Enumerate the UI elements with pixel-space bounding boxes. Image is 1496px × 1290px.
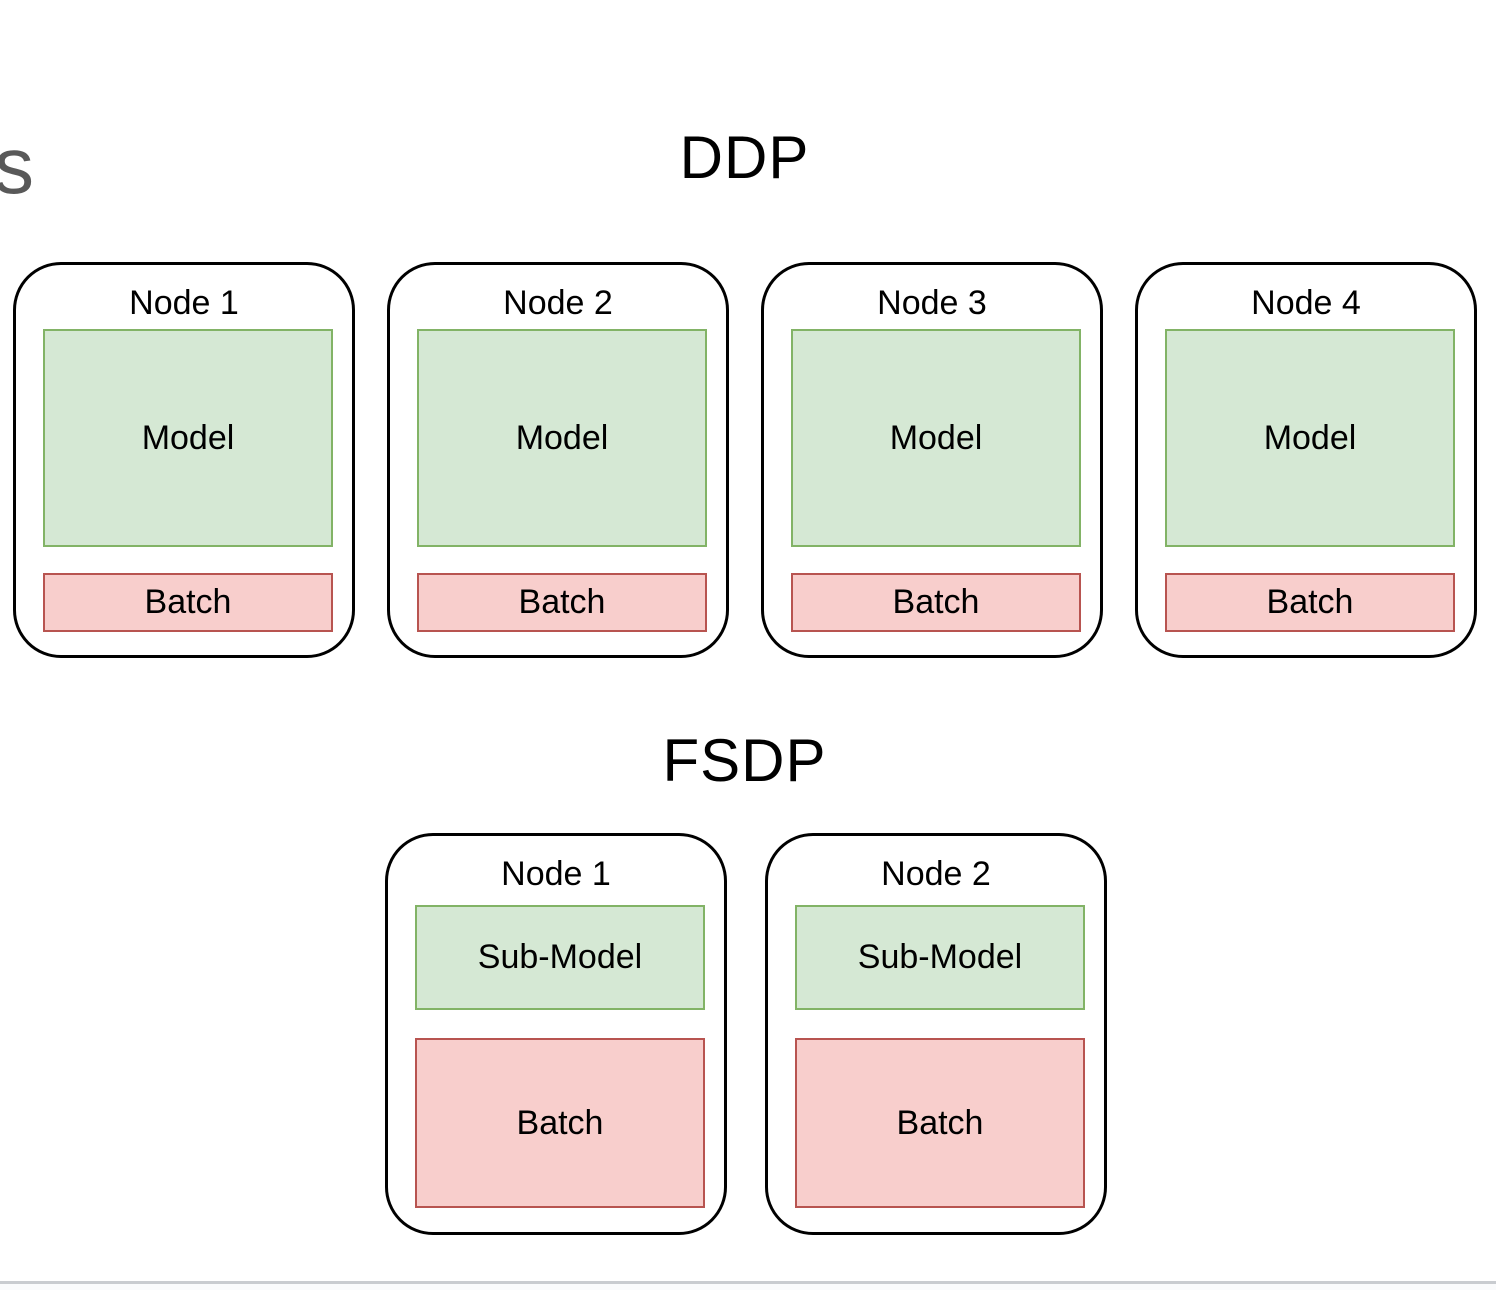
model-label: Model: [889, 418, 983, 457]
below-divider-area: [0, 1284, 1496, 1290]
batch-label: Batch: [1266, 583, 1354, 621]
batch-label: Batch: [896, 1103, 984, 1142]
batch-box: Batch: [415, 1038, 705, 1208]
batch-label: Batch: [144, 583, 232, 621]
sub-model-box: Sub-Model: [795, 905, 1085, 1010]
page-bottom-divider: [0, 1281, 1496, 1284]
model-label: Model: [1263, 418, 1357, 457]
batch-label: Batch: [516, 1103, 604, 1142]
ddp-node-2: Node 2 Model Batch: [387, 262, 729, 658]
model-box: Model: [417, 329, 707, 547]
ddp-node-4: Node 4 Model Batch: [1135, 262, 1477, 658]
ddp-node-1: Node 1 Model Batch: [13, 262, 355, 658]
batch-label: Batch: [892, 583, 980, 621]
partial-slide-heading: s: [0, 121, 34, 210]
batch-box: Batch: [791, 573, 1081, 632]
sub-model-label: Sub-Model: [857, 938, 1023, 976]
node-title: Node 2: [503, 284, 613, 322]
ddp-section-title: DDP: [679, 124, 810, 191]
model-box: Model: [791, 329, 1081, 547]
sub-model-label: Sub-Model: [477, 938, 643, 976]
node-title: Node 4: [1251, 284, 1361, 322]
batch-label: Batch: [518, 583, 606, 621]
ddp-node-3: Node 3 Model Batch: [761, 262, 1103, 658]
model-label: Model: [515, 418, 609, 457]
batch-box: Batch: [1165, 573, 1455, 632]
fsdp-node-2: Node 2 Sub-Model Batch: [765, 833, 1107, 1235]
batch-box: Batch: [43, 573, 333, 632]
node-title: Node 1: [129, 284, 239, 322]
model-label: Model: [141, 418, 235, 457]
node-title: Node 1: [501, 855, 611, 893]
node-title: Node 2: [881, 855, 991, 893]
model-box: Model: [1165, 329, 1455, 547]
batch-box: Batch: [417, 573, 707, 632]
batch-box: Batch: [795, 1038, 1085, 1208]
model-box: Model: [43, 329, 333, 547]
sub-model-box: Sub-Model: [415, 905, 705, 1010]
fsdp-section-title: FSDP: [662, 727, 827, 794]
fsdp-node-1: Node 1 Sub-Model Batch: [385, 833, 727, 1235]
node-title: Node 3: [877, 284, 987, 322]
